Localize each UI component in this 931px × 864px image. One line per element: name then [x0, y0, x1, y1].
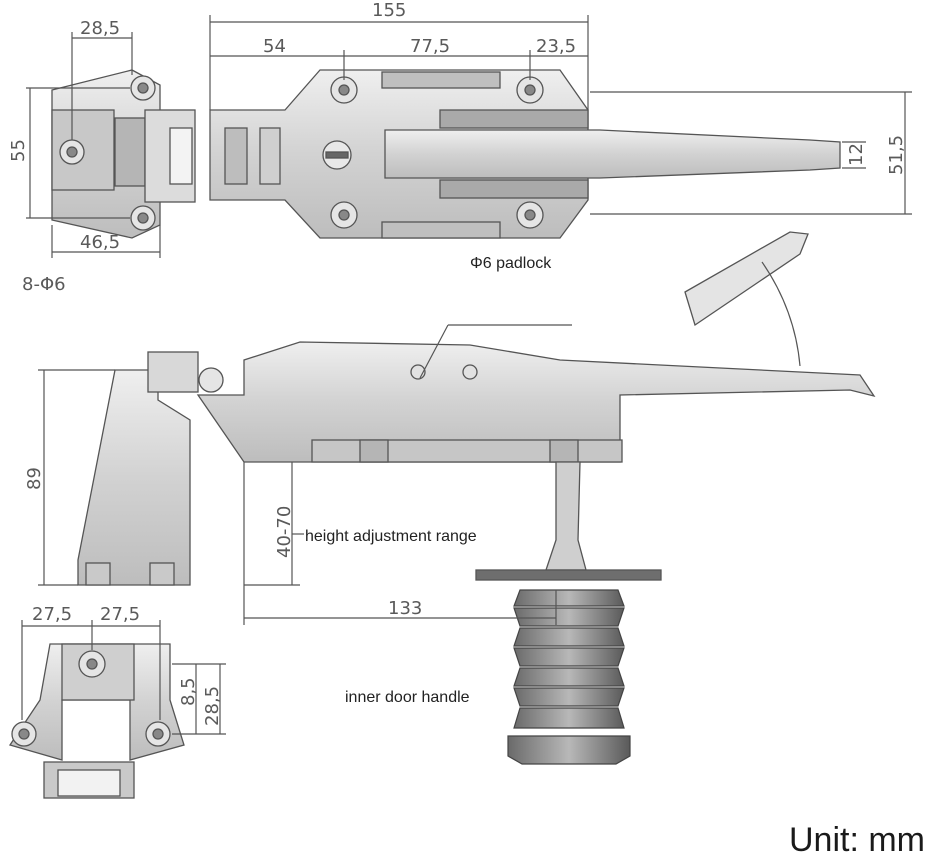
dim-23-5: 23,5 — [536, 36, 576, 57]
unit-label: Unit: mm — [789, 821, 925, 859]
dim-28-5-top: 28,5 — [80, 18, 120, 39]
inner-handle-label: inner door handle — [345, 689, 470, 706]
dim-54: 54 — [263, 36, 286, 57]
dim-12: 12 — [846, 143, 867, 166]
padlock-label: Φ6 padlock — [470, 255, 552, 272]
dim-28-5-front: 28,5 — [202, 686, 223, 726]
dim-27-5-b: 27,5 — [100, 604, 140, 625]
dim-holes: 8-Φ6 — [22, 274, 66, 295]
dim-77-5: 77,5 — [410, 36, 450, 57]
dim-155: 155 — [372, 0, 406, 21]
dim-27-5-a: 27,5 — [32, 604, 72, 625]
top-view — [51, 69, 841, 239]
dim-89: 89 — [24, 467, 45, 490]
side-dimension-lines — [38, 261, 801, 625]
front-dimension-lines — [21, 620, 226, 735]
dim-8-5: 8,5 — [178, 677, 199, 706]
dim-51-5: 51,5 — [886, 135, 907, 175]
front-view — [8, 643, 185, 799]
side-view — [77, 231, 876, 586]
dim-55: 55 — [8, 139, 29, 162]
dim-133: 133 — [388, 598, 422, 619]
height-adjustment-label: height adjustment range — [305, 528, 477, 545]
dim-46-5: 46,5 — [80, 232, 120, 253]
top-dimension-lines — [26, 15, 912, 258]
inner-door-handle — [507, 589, 631, 765]
dim-40-70: 40-70 — [274, 506, 295, 558]
